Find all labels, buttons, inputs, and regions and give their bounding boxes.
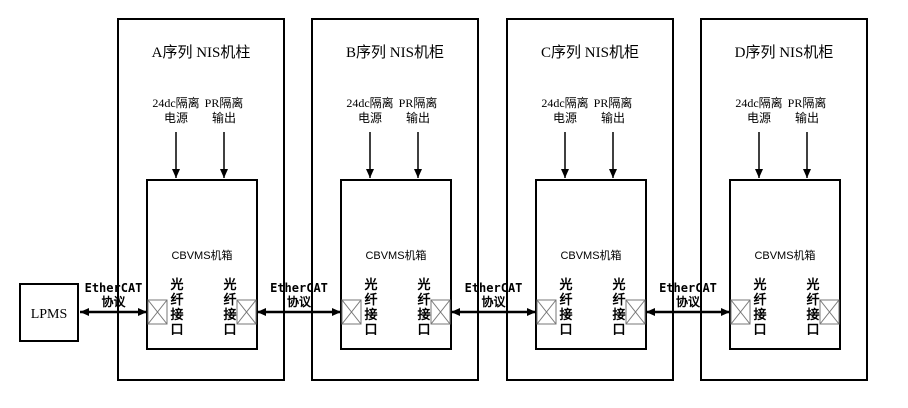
fiber-port-right [819, 299, 840, 325]
chassis-label: CBVMS机箱 [754, 248, 815, 262]
chassis-label: CBVMS机箱 [365, 248, 426, 262]
fiber-port-label-right: 口 [223, 322, 236, 337]
power-input-label: 24dc隔离 [152, 95, 199, 110]
cabinet-frame [311, 18, 479, 381]
fiber-port-label-left: 接 [170, 307, 183, 322]
fiber-port-label-right: 光 [611, 277, 625, 292]
fiber-port-label-left: 光 [752, 277, 766, 292]
fiber-port-label-left: 接 [559, 307, 572, 322]
fiber-port-label-left: 纤 [364, 292, 377, 307]
pr-output-label: PR隔离 [205, 95, 244, 110]
fiber-port-label-left: 光 [363, 277, 377, 292]
pr-output-label: PR隔离 [399, 95, 438, 110]
fiber-port-label-right: 纤 [806, 292, 819, 307]
cabinet-frame [700, 18, 868, 381]
power-input-label: 电源 [553, 111, 577, 125]
cabinets-layer: A序列 NIS机柱24dc隔离电源PR隔离输出CBVMS机箱光纤接口光纤接口B序… [117, 18, 868, 381]
fiber-port-label-left: 光 [558, 277, 572, 292]
fiber-port-label-right: 接 [806, 307, 819, 322]
fiber-port-label-left: 口 [170, 322, 183, 337]
fiber-port-label-right: 接 [223, 307, 236, 322]
fiber-port-label-right: 光 [416, 277, 430, 292]
link-protocol-sublabel: 协议 [481, 294, 506, 309]
fiber-port-label-right: 接 [417, 307, 430, 322]
fiber-port-label-right: 口 [806, 322, 819, 337]
fiber-port-label-right: 光 [222, 277, 236, 292]
fiber-port-label-right: 纤 [417, 292, 430, 307]
cabinet-title: D序列 NIS机柜 [735, 44, 834, 61]
chassis-label: CBVMS机箱 [560, 248, 621, 262]
fiber-port-label-left: 纤 [753, 292, 766, 307]
fiber-port-left [147, 299, 168, 325]
fiber-port-label-left: 口 [559, 322, 572, 337]
fiber-port-right [625, 299, 646, 325]
cabinet-title: A序列 NIS机柱 [152, 44, 251, 61]
cabinet-frame [506, 18, 674, 381]
fiber-port-label-right: 口 [612, 322, 625, 337]
pr-output-label: PR隔离 [788, 95, 827, 110]
fiber-port-label-right: 接 [612, 307, 625, 322]
pr-output-label: PR隔离 [594, 95, 633, 110]
power-input-label: 24dc隔离 [346, 95, 393, 110]
fiber-port-label-right: 纤 [612, 292, 625, 307]
fiber-port-left [536, 299, 557, 325]
power-input-label: 24dc隔离 [541, 95, 588, 110]
cabinet-frame [117, 18, 285, 381]
pr-output-label: 输出 [406, 110, 430, 125]
fiber-port-label-left: 纤 [559, 292, 572, 307]
link-protocol-label: EtherCAT [465, 281, 523, 295]
fiber-port-label-right: 纤 [223, 292, 236, 307]
power-input-label: 24dc隔离 [735, 95, 782, 110]
link-protocol-label: EtherCAT [659, 281, 717, 295]
power-input-label: 电源 [164, 111, 188, 125]
power-input-label: 电源 [747, 111, 771, 125]
fiber-port-label-left: 接 [364, 307, 377, 322]
fiber-port-label-left: 纤 [170, 292, 183, 307]
link-protocol-sublabel: 协议 [101, 294, 126, 309]
lpms-box [19, 283, 79, 342]
fiber-port-label-left: 接 [753, 307, 766, 322]
fiber-port-label-left: 口 [364, 322, 377, 337]
fiber-port-left [730, 299, 751, 325]
fiber-port-label-left: 口 [753, 322, 766, 337]
chassis-label: CBVMS机箱 [171, 248, 232, 262]
fiber-port-label-right: 口 [417, 322, 430, 337]
fiber-port-label-right: 光 [805, 277, 819, 292]
pr-output-label: 输出 [601, 110, 625, 125]
fiber-port-left [341, 299, 362, 325]
lpms-label: LPMS [31, 307, 68, 322]
cabinet-title: C序列 NIS机柜 [541, 44, 639, 61]
fiber-port-label-left: 光 [169, 277, 183, 292]
link-protocol-label: EtherCAT [85, 281, 143, 295]
cabinet-title: B序列 NIS机柜 [346, 44, 444, 61]
pr-output-label: 输出 [212, 110, 236, 125]
fiber-port-right [236, 299, 257, 325]
power-input-label: 电源 [358, 111, 382, 125]
pr-output-label: 输出 [795, 110, 819, 125]
fiber-port-right [430, 299, 451, 325]
link-protocol-label: EtherCAT [270, 281, 328, 295]
link-protocol-sublabel: 协议 [287, 294, 312, 309]
link-protocol-sublabel: 协议 [676, 294, 701, 309]
